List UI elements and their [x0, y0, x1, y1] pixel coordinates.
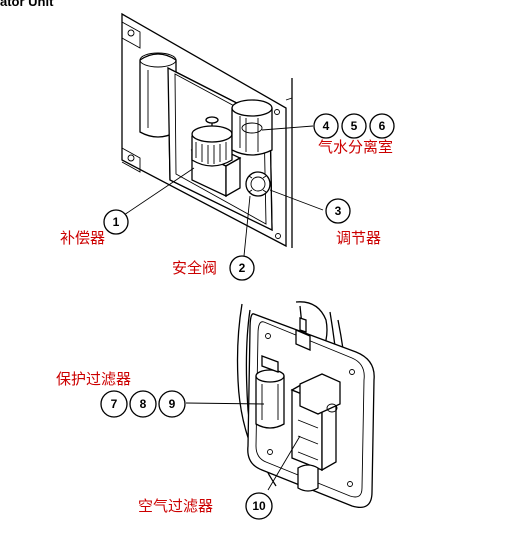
callout-9-number: 9	[169, 397, 176, 411]
callout-10-number: 10	[252, 499, 266, 513]
label-compensator: 补偿器	[60, 229, 105, 247]
callout-5: 5	[341, 113, 367, 139]
header-fragment: ator Unit	[0, 0, 54, 9]
label-water-separator: 气水分离室	[318, 138, 393, 156]
callout-4-number: 4	[323, 119, 330, 133]
callout-2-number: 2	[239, 261, 246, 275]
callout-3: 3	[325, 198, 351, 224]
callout-5-number: 5	[351, 119, 358, 133]
callout-2: 2	[229, 255, 255, 281]
callout-8-number: 8	[140, 397, 147, 411]
callout-1-number: 1	[113, 215, 120, 229]
callout-3-number: 3	[335, 204, 342, 218]
callout-4: 4	[313, 113, 339, 139]
label-air-filter: 空气过滤器	[138, 497, 213, 515]
label-protective-filter: 保护过滤器	[56, 370, 131, 388]
leader-lines	[123, 125, 324, 491]
callout-10: 10	[245, 492, 273, 520]
callout-7: 7	[100, 390, 128, 418]
label-safety-valve: 安全阀	[172, 259, 217, 277]
callout-8: 8	[129, 390, 157, 418]
label-regulator: 调节器	[336, 229, 381, 247]
callout-6: 6	[369, 113, 395, 139]
bottom-assembly	[236, 301, 375, 509]
callout-1: 1	[103, 209, 129, 235]
callout-6-number: 6	[379, 119, 386, 133]
callout-7-number: 7	[111, 397, 118, 411]
top-assembly	[121, 12, 293, 248]
callout-9: 9	[158, 390, 186, 418]
